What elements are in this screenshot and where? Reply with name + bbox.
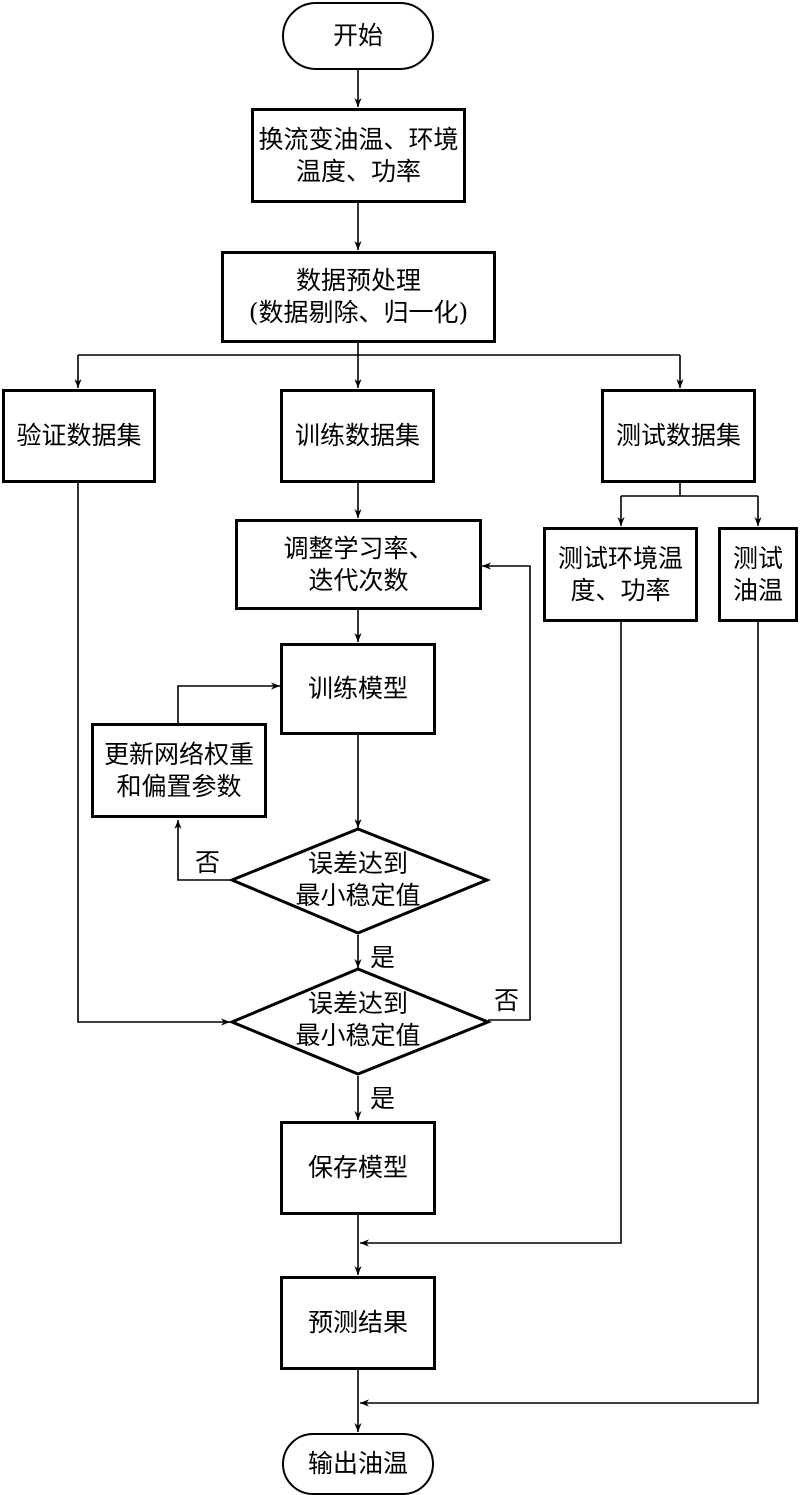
preprocess-line-2: (数据剔除、归一化) [248,298,469,327]
decision-2-text: 误差达到 最小稳定值 [268,988,448,1052]
decision-1-no-label: 否 [195,848,221,877]
output-terminal: 输出油温 [282,1433,434,1495]
decision-diamond-2 [228,967,493,1076]
predict-label: 预测结果 [307,1308,408,1337]
test-env-line-1: 测试环境温 [557,543,683,573]
arrow-test-oil-to-output [360,622,759,1407]
arrow-update-to-train [177,682,280,723]
decision-1-line-2: 最小稳定值 [295,881,421,910]
predict-box: 预测结果 [280,1276,436,1370]
collect-data-line-1: 换流变油温、环境 [258,124,459,154]
tune-params-line-1: 调整学习率、 [283,533,434,563]
decision-2-yes-label: 是 [370,1084,396,1113]
output-label: 输出油温 [307,1449,408,1478]
decision-1-yes-label: 是 [370,943,396,972]
test-oil-box: 测试 油温 [718,527,798,622]
decision-2-line-1: 误差达到 [307,989,408,1018]
decision-diamond-1 [228,827,492,935]
training-set-box: 训练数据集 [280,389,435,483]
test-env-line-2: 度、功率 [570,575,671,605]
update-weights-line-1: 更新网络权重 [103,739,254,769]
tune-params-box: 调整学习率、 迭代次数 [235,519,482,610]
collect-data-box: 换流变油温、环境 温度、功率 [251,108,466,203]
save-model-box: 保存模型 [280,1121,436,1215]
start-terminal: 开始 [282,2,434,70]
decision-1-line-1: 误差达到 [307,849,408,878]
decision-1-text: 误差达到 最小稳定值 [268,848,448,912]
validation-set-label: 验证数据集 [16,421,142,450]
arrow-decision1-no-to-update [174,820,233,881]
decision-2-no-label: 否 [494,986,520,1015]
test-oil-line-1: 测试 [732,543,783,573]
tune-params-line-2: 迭代次数 [308,565,409,595]
validation-set-box: 验证数据集 [2,389,156,483]
test-set-label: 测试数据集 [615,421,741,450]
start-label: 开始 [332,21,383,50]
test-oil-line-2: 油温 [732,575,783,605]
train-model-label: 训练模型 [307,674,408,703]
training-set-label: 训练数据集 [294,421,420,450]
preprocess-line-1: 数据预处理 [295,266,421,295]
update-weights-line-2: 和偏置参数 [116,771,242,801]
arrow-validation-to-decision2 [77,483,230,1026]
preprocess-box: 数据预处理 (数据剔除、归一化) [221,251,496,343]
test-env-box: 测试环境温 度、功率 [543,527,698,622]
arrow-test-env-to-predict [360,622,622,1247]
collect-data-line-2: 温度、功率 [295,156,421,186]
test-set-box: 测试数据集 [601,389,756,483]
decision-2-line-2: 最小稳定值 [295,1021,421,1050]
update-weights-box: 更新网络权重 和偏置参数 [91,723,267,818]
save-model-label: 保存模型 [307,1153,408,1182]
arrow-decision2-no-to-tune [482,562,531,1021]
train-model-box: 训练模型 [280,643,436,735]
